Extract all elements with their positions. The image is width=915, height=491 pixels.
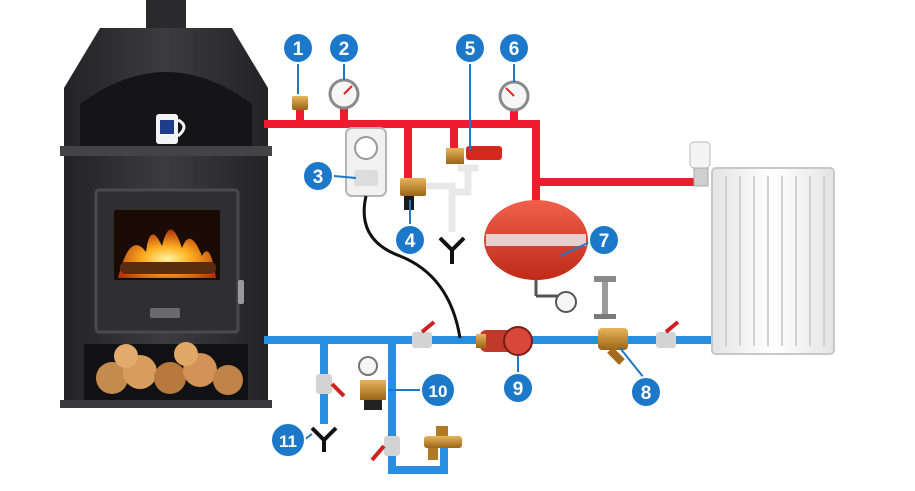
cold-fill-loop: [388, 336, 448, 474]
callout-9: 9: [502, 372, 534, 404]
fire-flames: [118, 229, 216, 278]
wood-stove: [60, 0, 272, 408]
callout-1-label: 1: [293, 39, 304, 60]
callout-6-label: 6: [509, 39, 520, 60]
ball-valve-fill-icon: [370, 436, 400, 462]
callout-11: 11: [270, 422, 306, 458]
drain-funnel-icon-upper: [438, 236, 466, 264]
water-tap-icon: [424, 426, 462, 460]
air-pump-icon: [594, 276, 616, 319]
callout-4: 4: [394, 224, 426, 256]
ball-valve-left-icon: [412, 320, 436, 348]
firewood-logs: [96, 342, 243, 395]
ball-valve-right-icon: [656, 320, 680, 348]
stove-base: [60, 400, 272, 408]
callout-7-label: 7: [599, 231, 610, 252]
callout-11-label: 11: [279, 432, 297, 451]
callout-4-label: 4: [405, 231, 416, 252]
stove-hood-alcove: [80, 72, 252, 148]
thermostatic-head-icon: [689, 141, 711, 187]
callout-3: 3: [302, 160, 334, 192]
safety-valve-icon: [446, 146, 502, 164]
ash-pan-vent: [150, 308, 180, 318]
callout-10-label: 10: [429, 382, 448, 401]
circulation-pump-icon: [476, 326, 533, 356]
callout-1: 1: [282, 32, 314, 64]
callout-5: 5: [454, 32, 486, 64]
stove-shelf: [60, 146, 272, 156]
callout-8: 8: [630, 376, 662, 408]
thermometer-icon: [498, 80, 530, 112]
pump-thermostat-icon: [345, 127, 462, 339]
thermal-discharge-valve-icon: [400, 164, 478, 232]
callouts: 1 2 3 4 5 6 7 8 9 10 11: [270, 32, 662, 458]
callout-2: 2: [328, 32, 360, 64]
door-handle: [238, 280, 244, 304]
callout-6: 6: [498, 32, 530, 64]
hot-riser-right: [532, 120, 704, 186]
callout-5-label: 5: [465, 39, 476, 60]
radiator-fins: [725, 176, 825, 346]
strainer-filter-icon: [598, 328, 628, 365]
callout-3-label: 3: [313, 167, 324, 188]
mug-icon: [156, 114, 186, 144]
radiator: [689, 141, 835, 355]
drain-funnel-icon-lower: [310, 426, 338, 452]
radiator-panel: [711, 167, 835, 355]
expansion-vessel-icon: [484, 200, 616, 319]
chimney-flue: [146, 0, 186, 32]
callout-2-label: 2: [339, 39, 350, 60]
callout-7: 7: [588, 224, 620, 256]
pressure-gauge-icon: [328, 78, 360, 110]
callout-9-label: 9: [513, 379, 524, 400]
pressure-reducer-icon: [358, 356, 386, 410]
callout-10: 10: [420, 372, 456, 408]
leader-lines: [297, 62, 645, 441]
air-vent-icon: [292, 96, 308, 110]
ball-valve-drain-icon: [316, 374, 346, 398]
ball-valves: [316, 320, 680, 462]
callout-8-label: 8: [641, 383, 652, 404]
